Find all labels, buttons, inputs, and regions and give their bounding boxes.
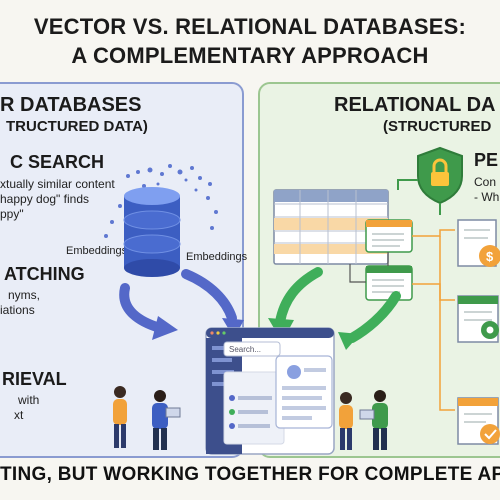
permissions-line-2: - Wh bbox=[474, 190, 500, 204]
matching-line-2: iations bbox=[0, 303, 35, 317]
person-icon-4 bbox=[359, 390, 388, 450]
semantic-search-line-2: happy dog" finds bbox=[0, 192, 89, 206]
search-box-outline bbox=[223, 341, 281, 357]
search-input[interactable]: Search... bbox=[229, 345, 262, 354]
svg-text:$: $ bbox=[486, 249, 494, 264]
settings-record-icon bbox=[457, 295, 499, 343]
title-line-2: A COMPLEMENTARY APPROACH bbox=[71, 43, 429, 68]
person-icon-3 bbox=[339, 392, 353, 450]
embedding-dots-icon bbox=[104, 164, 218, 238]
linked-record-icon-1 bbox=[365, 219, 413, 253]
shield-lock-icon bbox=[417, 146, 463, 205]
linked-record-icon-2 bbox=[365, 265, 413, 301]
vector-panel-subheading: TRUCTURED DATA) bbox=[6, 118, 148, 135]
approved-record-icon bbox=[457, 397, 500, 445]
permissions-line-1: Con bbox=[474, 175, 497, 189]
green-arrow-right-icon bbox=[347, 291, 401, 343]
title-line-1: VECTOR VS. RELATIONAL DATABASES: bbox=[33, 14, 467, 39]
green-arrow-left-icon bbox=[275, 267, 323, 327]
retrieval-line-1: with bbox=[18, 393, 40, 407]
permissions-title: PE bbox=[474, 150, 499, 170]
relational-panel-heading: RELATIONAL DA bbox=[334, 94, 496, 116]
semantic-search-title: C SEARCH bbox=[10, 152, 105, 172]
bottom-banner: TING, BUT WORKING TOGETHER FOR COMPLETE … bbox=[0, 464, 500, 485]
database-icon bbox=[123, 187, 181, 277]
person-icon-1 bbox=[113, 386, 127, 448]
matching-title: ATCHING bbox=[4, 264, 85, 284]
app-window bbox=[205, 327, 335, 455]
person-icon-2 bbox=[152, 390, 181, 450]
vector-panel-heading: R DATABASES bbox=[0, 94, 142, 116]
relational-table-icon bbox=[273, 189, 389, 265]
retrieval-line-2: xt bbox=[14, 408, 24, 422]
invoice-icon: $ bbox=[457, 219, 500, 267]
matching-line-1: nyms, bbox=[8, 288, 41, 302]
semantic-search-line-3: ppy" bbox=[0, 207, 24, 221]
blue-arrow-right-icon bbox=[181, 269, 237, 323]
relational-panel-subheading: (STRUCTURED bbox=[383, 118, 492, 135]
retrieval-title: RIEVAL bbox=[2, 369, 67, 389]
blue-arrow-left-icon bbox=[119, 283, 165, 333]
embeddings-label-right: Embeddings bbox=[186, 251, 248, 263]
embeddings-label-left: Embeddings bbox=[66, 245, 128, 257]
semantic-search-line-1: xtually similar content bbox=[0, 177, 115, 191]
